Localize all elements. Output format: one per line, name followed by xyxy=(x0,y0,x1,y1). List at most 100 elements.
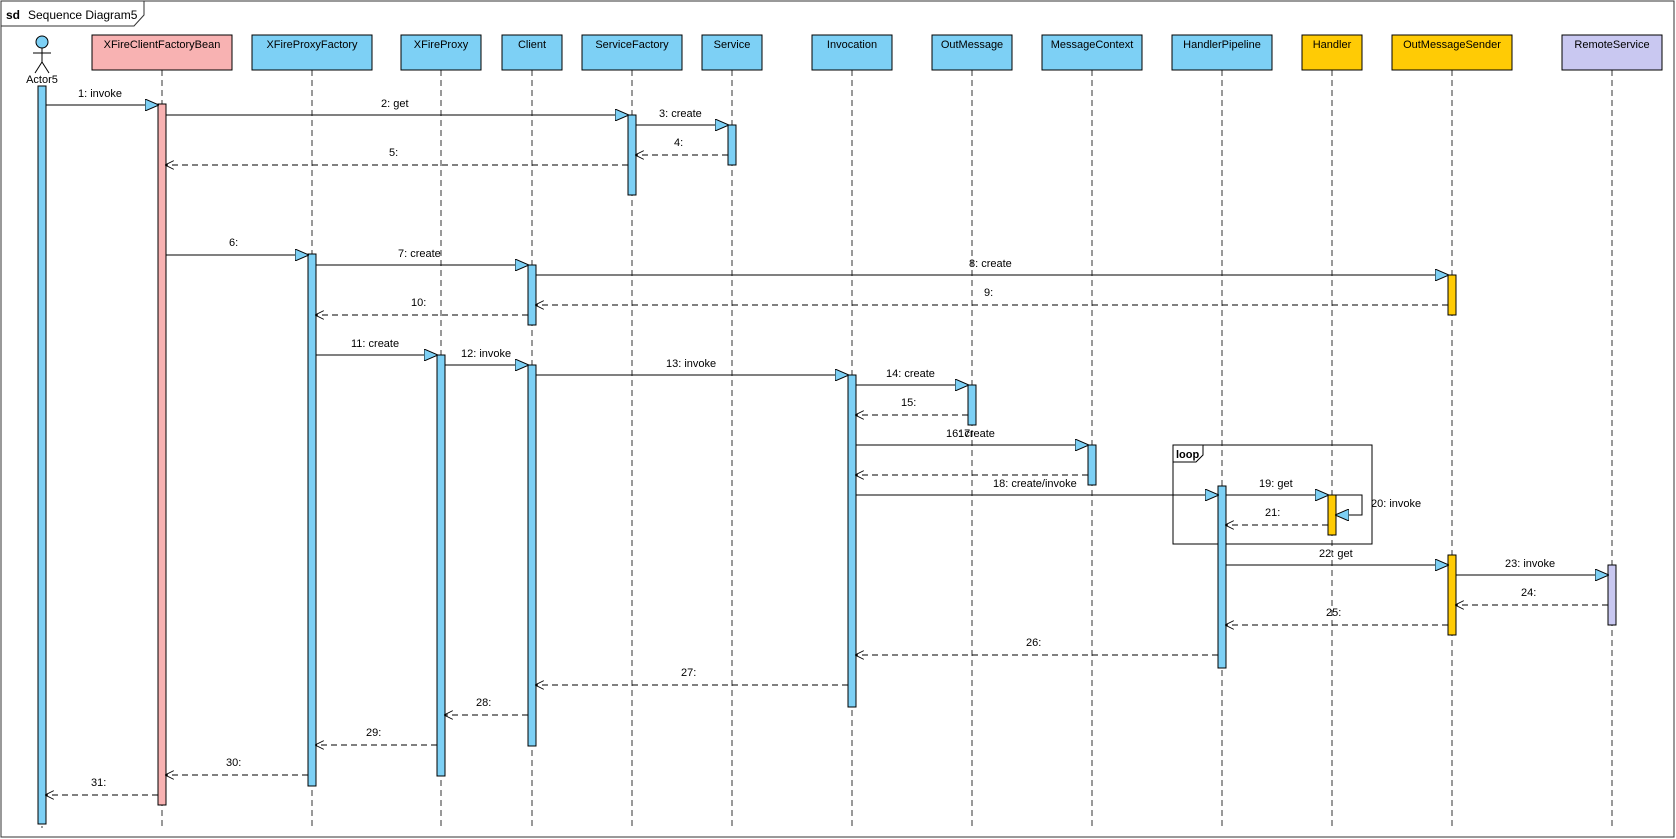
message-label: 23: invoke xyxy=(1505,558,1555,570)
lifeline-xfireproxy: XFireProxy xyxy=(400,34,482,71)
message-3: 3: create xyxy=(636,108,728,125)
activation-bar xyxy=(37,85,47,825)
activation-bar xyxy=(967,384,977,426)
activation-bar xyxy=(157,103,167,806)
lifeline-label: MessageContext xyxy=(1051,39,1134,51)
lifeline-label: OutMessageSender xyxy=(1403,39,1501,51)
message-label: 9: xyxy=(984,287,993,299)
message-label: 6: xyxy=(229,237,238,249)
lifeline-label: XFireClientFactoryBean xyxy=(104,39,221,51)
lifeline-outmessagesender: OutMessageSender xyxy=(1391,34,1513,71)
message-18: 18: create/invoke xyxy=(856,478,1218,495)
message-label: 12: invoke xyxy=(461,348,511,360)
activation-bar xyxy=(1447,274,1457,316)
message-label: 21: xyxy=(1265,507,1280,519)
lifeline-remoteservice: RemoteService xyxy=(1561,34,1663,71)
lifeline-messagecontext: MessageContext xyxy=(1041,34,1143,71)
message-29: 29: xyxy=(316,727,437,745)
message-label: 22: get xyxy=(1319,548,1353,560)
activation-bar xyxy=(1607,564,1617,626)
message-label: 5: xyxy=(389,147,398,159)
activation-bar xyxy=(847,374,857,708)
loop-fragment: loop xyxy=(1172,444,1373,545)
frame-keyword: sd xyxy=(6,8,20,22)
activation-bar xyxy=(1327,494,1337,536)
message-22: 22: get xyxy=(1226,548,1448,565)
message-20: 20: invoke xyxy=(1336,494,1421,515)
activation-bar xyxy=(436,354,446,777)
message-14: 14: create xyxy=(856,368,968,385)
actor-label: Actor5 xyxy=(26,74,58,86)
message-label: 14: create xyxy=(886,368,935,380)
message-11: 11: create xyxy=(316,338,437,355)
lifeline-xfireproxyfactory: XFireProxyFactory xyxy=(251,34,373,71)
message-label: 17: xyxy=(958,428,973,440)
message-4: 4: xyxy=(636,137,728,155)
message-label: 16: create xyxy=(946,428,995,440)
message-13: 13: invoke xyxy=(536,358,848,375)
lifeline-label: Service xyxy=(714,39,751,51)
message-30: 30: xyxy=(166,757,308,775)
activation-bar xyxy=(1087,444,1097,486)
activation-bar xyxy=(307,253,317,787)
message-9: 9: xyxy=(536,287,1448,305)
activation-bar xyxy=(527,364,537,747)
message-7: 7: create xyxy=(316,248,528,265)
message-17: 17: xyxy=(856,428,1088,475)
message-1: 1: invoke xyxy=(46,88,158,105)
lifeline-servicefactory: ServiceFactory xyxy=(581,34,683,71)
message-8: 8: create xyxy=(536,258,1448,275)
message-21: 21: xyxy=(1226,507,1328,525)
message-label: 11: create xyxy=(351,338,399,350)
lifeline-service: Service xyxy=(701,34,763,71)
lifeline-label: HandlerPipeline xyxy=(1183,39,1261,51)
lifeline-label: RemoteService xyxy=(1574,39,1649,51)
message-label: 18: create/invoke xyxy=(993,478,1077,490)
activation-bar xyxy=(527,264,537,326)
actor-icon xyxy=(33,35,51,74)
message-label: 7: create xyxy=(398,248,441,260)
message-label: 13: invoke xyxy=(666,358,716,370)
message-27: 27: xyxy=(536,667,848,685)
message-label: 29: xyxy=(366,727,381,739)
message-label: 31: xyxy=(91,777,106,789)
message-label: 19: get xyxy=(1259,478,1293,490)
message-label: 24: xyxy=(1521,587,1536,599)
message-label: 8: create xyxy=(969,258,1012,270)
activation-bar xyxy=(1217,485,1227,669)
lifeline-label: XFireProxyFactory xyxy=(266,39,358,51)
activation-bar xyxy=(1447,554,1457,636)
message-24: 24: xyxy=(1456,587,1608,605)
message-16: 16: create xyxy=(856,428,1088,445)
lifeline-label: Client xyxy=(518,39,546,51)
lifeline-client: Client xyxy=(501,34,563,71)
message-5: 5: xyxy=(166,147,628,165)
message-26: 26: xyxy=(856,637,1218,655)
message-label: 25: xyxy=(1326,607,1341,619)
lifeline-xfireclientfactorybean: XFireClientFactoryBean xyxy=(91,34,233,71)
lifeline-label: OutMessage xyxy=(941,39,1003,51)
message-label: 28: xyxy=(476,697,491,709)
lifeline-label: XFireProxy xyxy=(414,39,469,51)
message-label: 15: xyxy=(901,397,916,409)
lifeline-handler: Handler xyxy=(1301,34,1363,71)
lifeline-handlerpipeline: HandlerPipeline xyxy=(1171,34,1273,71)
message-label: 30: xyxy=(226,757,241,769)
message-19: 19: get xyxy=(1226,478,1328,495)
message-28: 28: xyxy=(445,697,528,715)
lifeline-outmessage: OutMessage xyxy=(931,34,1013,71)
message-label: 1: invoke xyxy=(78,88,122,100)
activation-bar xyxy=(727,124,737,166)
lifeline-label: Invocation xyxy=(827,39,877,51)
message-label: 4: xyxy=(674,137,683,149)
message-2: 2: get xyxy=(166,98,628,115)
frame-tab xyxy=(1,1,145,27)
message-12: 12: invoke xyxy=(445,348,528,365)
activation-bar xyxy=(627,114,637,196)
message-label: 10: xyxy=(411,297,426,309)
loop-operator: loop xyxy=(1176,449,1199,461)
message-31: 31: xyxy=(46,777,158,795)
message-6: 6: xyxy=(166,237,308,255)
